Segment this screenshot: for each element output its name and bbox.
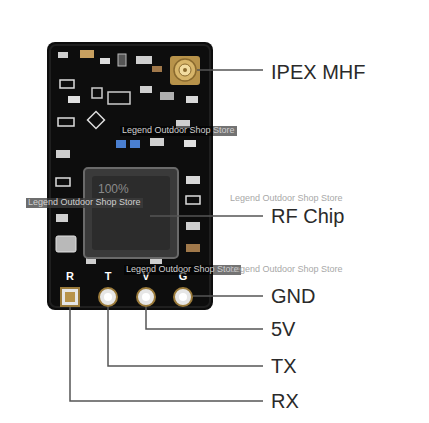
watermark-anchor: Legend Outdoor Shop Store	[120, 126, 237, 136]
callout-label: 5V	[271, 318, 295, 340]
watermark-anchor: Legend Outdoor Shop Store	[124, 265, 241, 275]
callout-label: RF Chip	[271, 205, 344, 227]
callout-label: IPEX MHF	[271, 61, 365, 83]
watermark: Legend Outdoor Shop Store	[124, 265, 241, 275]
leader-line	[193, 295, 263, 297]
watermark-anchor: Legend Outdoor Shop Store	[26, 198, 143, 208]
chip-marking: 100%	[98, 183, 129, 196]
callout-label-anchor: TX	[271, 355, 297, 377]
watermark: Legend Outdoor Shop Store	[230, 194, 343, 204]
pin-letter: T	[105, 270, 112, 282]
leader-line	[197, 69, 263, 71]
crystal	[56, 236, 76, 252]
ipex-connector	[170, 56, 200, 85]
watermark: Legend Outdoor Shop Store	[26, 198, 143, 208]
watermark-anchor: Legend Outdoor Shop Store	[230, 265, 343, 275]
chip-marking-anchor: 100%	[98, 183, 129, 196]
leader-line	[146, 307, 263, 329]
pin-pads	[61, 288, 192, 306]
pin-letter-anchor: R	[66, 270, 74, 282]
leader-lines	[70, 70, 263, 401]
callout-label: RX	[271, 390, 299, 412]
watermark: Legend Outdoor Shop Store	[120, 126, 237, 136]
watermark-anchor: Legend Outdoor Shop Store	[230, 194, 343, 204]
watermark: Legend Outdoor Shop Store	[230, 265, 343, 275]
callout-label-anchor: GND	[271, 285, 315, 307]
callout-label: TX	[271, 355, 297, 377]
leader-line	[70, 307, 263, 401]
callout-label-anchor: RF Chip	[271, 205, 344, 227]
callout-label-anchor: IPEX MHF	[271, 61, 365, 83]
smd-components	[56, 50, 200, 264]
callout-label: GND	[271, 285, 315, 307]
rf-chip	[84, 168, 178, 258]
callout-label-anchor: RX	[271, 390, 299, 412]
pin-letter-anchor: T	[105, 270, 112, 282]
leader-line	[150, 215, 263, 217]
pin-letter: R	[66, 270, 74, 282]
callout-label-anchor: 5V	[271, 318, 295, 340]
leader-line	[108, 307, 263, 366]
